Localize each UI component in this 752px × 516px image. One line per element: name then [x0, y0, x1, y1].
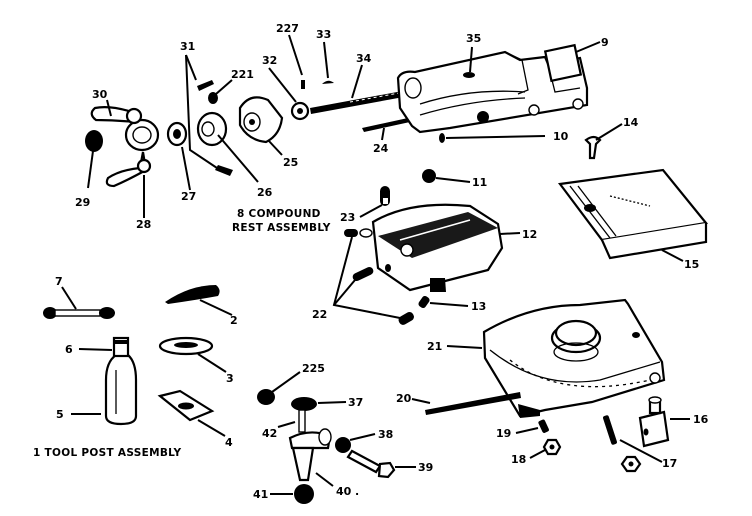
bracket-part-25 [238, 96, 284, 156]
screw-part-14 [584, 123, 623, 160]
part-label-26: 26 [257, 186, 273, 199]
feed-screw-part-34 [310, 64, 411, 114]
feed-screw-part-20 [411, 392, 521, 415]
woodruff-key-part-33 [322, 41, 334, 84]
leader-42 [277, 421, 296, 428]
part-label-7: 7 [55, 275, 63, 288]
knob-part-37 [291, 397, 347, 411]
part-label-10: 10 [553, 130, 569, 143]
part-label-3: 3 [226, 372, 234, 385]
pin-part-10 [439, 133, 546, 143]
part-label-31: 31 [180, 40, 195, 53]
swivel-part-12 [371, 203, 521, 292]
part-label-39: 39 [418, 461, 433, 474]
bolt-part-39 [346, 449, 416, 479]
part-label-42: 42 [262, 427, 277, 440]
part-label-9: 9 [601, 36, 609, 49]
wrench-part-7 [43, 286, 115, 319]
ring-collar-part-3 [158, 336, 227, 373]
part-label-2: 2 [230, 314, 238, 327]
part-label-225: 225 [302, 362, 325, 375]
part-label-221: 221 [231, 68, 254, 81]
part-label-28: 28 [136, 218, 151, 231]
part-label-22: 22 [312, 308, 327, 321]
wedge-plate-part-4 [157, 389, 226, 437]
part-label-12: 12 [522, 228, 537, 241]
rocker-part-2 [165, 285, 233, 316]
part-label-14: 14 [623, 116, 639, 129]
part-label-21: 21 [427, 340, 442, 353]
part-label-32: 32 [262, 54, 277, 67]
compound-base-part-21 [446, 298, 666, 418]
part-label-16: 16 [693, 413, 709, 426]
part-label-227: 227 [276, 22, 299, 35]
part-label-5: 5 [56, 408, 64, 421]
part-label-6: 6 [65, 343, 73, 356]
washer-part-32 [268, 67, 310, 121]
part-label-34: 34 [356, 52, 372, 65]
part-label-23: 23 [340, 211, 355, 224]
part-label-40: 40 [336, 485, 352, 498]
part-label-25: 25 [283, 156, 298, 169]
part-label-20: 20 [396, 392, 412, 405]
washer-part-38 [335, 433, 376, 453]
part-label-24: 24 [373, 142, 389, 155]
guard-plate-part-15 [557, 168, 709, 260]
ball-part-11 [422, 169, 471, 183]
part-label-38: 38 [378, 428, 393, 441]
screw-part-35 [463, 46, 475, 78]
part-label-19: 19 [496, 427, 511, 440]
stud-part-17 [603, 415, 663, 473]
part-label-18: 18 [511, 453, 526, 466]
part-label-29: 29 [75, 196, 90, 209]
gib-part-24 [362, 118, 410, 141]
compound-slide-body [396, 43, 589, 134]
collar-part-26 [196, 111, 259, 183]
nut-part-27 [166, 121, 191, 191]
pin-part-13 [418, 295, 469, 309]
part-label-33: 33 [316, 28, 331, 41]
part-label-4: 4 [225, 436, 233, 449]
nut-part-18 [529, 438, 562, 459]
tool-post-part-5 [71, 336, 138, 426]
part-label-15: 15 [684, 258, 699, 271]
ball-part-41 [270, 484, 314, 504]
pin-part-23 [359, 186, 390, 218]
tool-post-assembly-caption: 1 TOOL POST ASSEMBLY [33, 447, 181, 459]
part-label-17: 17 [662, 457, 677, 470]
gib-screws-part-22 [332, 228, 414, 325]
pin-part-19 [515, 419, 549, 434]
stray-mark: . [355, 485, 359, 498]
part-label-11: 11 [472, 176, 487, 189]
knob-part-29 [85, 130, 103, 189]
part-label-35: 35 [466, 32, 481, 45]
part-label-30: 30 [92, 88, 108, 101]
adjustment-post-part-40 [288, 409, 334, 487]
compound-rest-caption-line1: 8 COMPOUND [237, 208, 321, 220]
compound-rest-caption-line2: REST ASSEMBLY [232, 222, 331, 234]
part-label-27: 27 [181, 190, 196, 203]
part-label-37: 37 [348, 396, 363, 409]
ball-part-225 [257, 371, 301, 405]
part-label-41: 41 [253, 488, 268, 501]
screw-part-31 [185, 54, 233, 176]
crank-handle-part-28 [90, 106, 160, 188]
leader-6 [78, 348, 113, 351]
screw-part-221 [208, 79, 233, 104]
stop-block-part-16 [638, 396, 690, 448]
key-part-227 [288, 34, 305, 89]
part-label-13: 13 [471, 300, 486, 313]
